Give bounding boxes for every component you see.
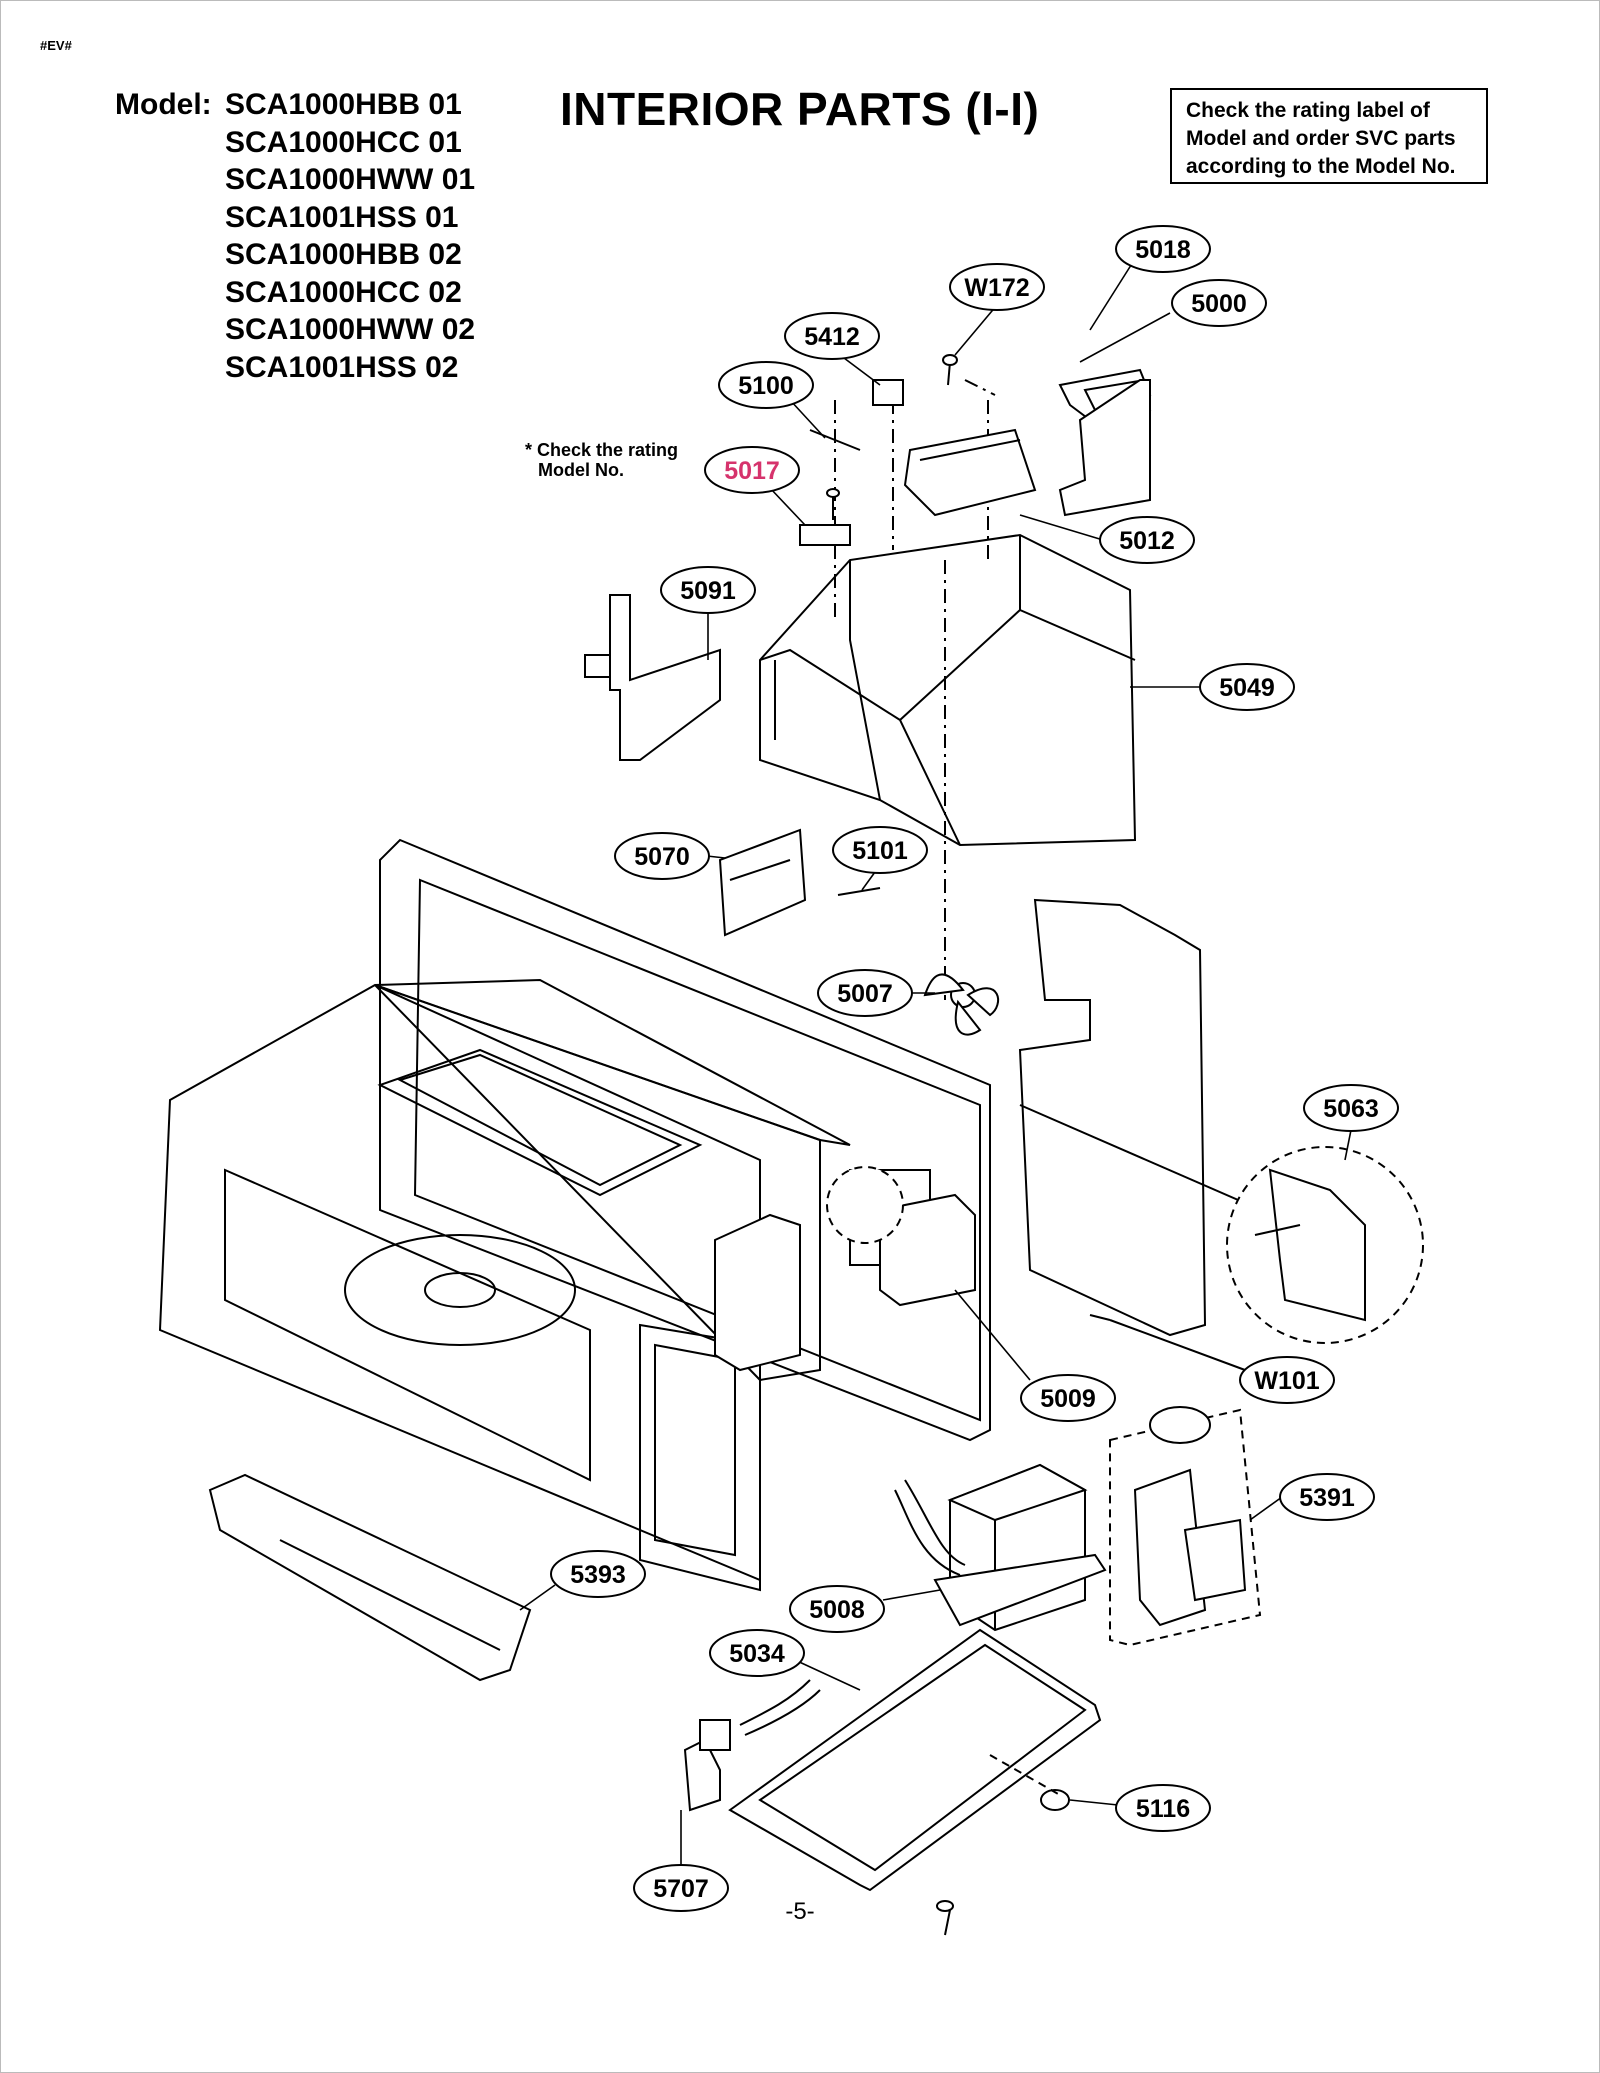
rating-note-line: * Check the rating bbox=[525, 440, 679, 460]
drawing-lines bbox=[158, 354, 1424, 1936]
part-callout-5000: 5000 bbox=[1171, 279, 1267, 327]
callout-label: 5018 bbox=[1135, 236, 1191, 264]
callout-bubble bbox=[718, 361, 814, 409]
part-callout-5707: 5707 bbox=[633, 1864, 729, 1912]
callout-bubble bbox=[550, 1550, 646, 1598]
part-callout-5009: 5009 bbox=[1020, 1374, 1116, 1422]
callout-label: 5049 bbox=[1219, 674, 1275, 702]
part-callout-5034: 5034 bbox=[709, 1629, 805, 1677]
callout-bubble bbox=[1199, 663, 1295, 711]
model-item: SCA1001HSS 02 bbox=[225, 350, 459, 384]
part-callout-5412: 5412 bbox=[784, 312, 880, 360]
rating-line: Model and order SVC parts bbox=[1186, 127, 1456, 150]
callout-label: 5000 bbox=[1191, 290, 1247, 318]
callout-bubble bbox=[784, 312, 880, 360]
part-callout-5391: 5391 bbox=[1279, 1473, 1375, 1521]
rating-note: * Check the rating Model No. bbox=[525, 440, 678, 480]
part-callout-5007: 5007 bbox=[817, 969, 913, 1017]
callout-bubble bbox=[614, 832, 710, 880]
callout-label: 5412 bbox=[804, 323, 860, 351]
part-callout-5070: 5070 bbox=[614, 832, 710, 880]
callout-label: 5007 bbox=[837, 980, 893, 1008]
model-item: SCA1000HWW 01 bbox=[225, 163, 476, 196]
callout-bubble bbox=[817, 969, 913, 1017]
callout-label: 5101 bbox=[852, 837, 908, 865]
callout-bubble bbox=[1239, 1356, 1335, 1404]
callout-bubble bbox=[1115, 1784, 1211, 1832]
callout-label: 5070 bbox=[634, 843, 690, 871]
model-item: SCA1000HCC 01 bbox=[225, 125, 462, 159]
callout-bubble bbox=[1279, 1473, 1375, 1521]
part-callout-5018: 5018 bbox=[1115, 225, 1211, 273]
callout-label: 5707 bbox=[653, 1875, 709, 1903]
page-title: INTERIOR PARTS (I-I) bbox=[560, 83, 1040, 135]
model-item: SCA1000HCC 02 bbox=[225, 275, 462, 309]
part-callout-5393: 5393 bbox=[550, 1550, 646, 1598]
part-callout-5008: 5008 bbox=[789, 1585, 885, 1633]
part-callout-5049: 5049 bbox=[1199, 663, 1295, 711]
callout-bubble bbox=[1020, 1374, 1116, 1422]
part-callout-5116: 5116 bbox=[1115, 1784, 1211, 1832]
part-callout-w101: W101 bbox=[1239, 1356, 1335, 1404]
part-callout-5063: 5063 bbox=[1303, 1084, 1399, 1132]
callout-label: 5063 bbox=[1323, 1095, 1379, 1123]
callout-bubble bbox=[704, 446, 800, 494]
callout-bubble bbox=[789, 1585, 885, 1633]
leader-lines bbox=[519, 261, 1352, 1866]
part-callout-5101: 5101 bbox=[832, 826, 928, 874]
model-label: Model: bbox=[115, 88, 212, 121]
callout-label: 5008 bbox=[809, 1596, 865, 1624]
callout-label: 5034 bbox=[729, 1640, 785, 1668]
model-list: Model: SCA1000HBB 01 SCA1000HCC 01 SCA100… bbox=[115, 86, 475, 386]
page-tag: #EV# bbox=[40, 38, 72, 53]
callout-bubble bbox=[949, 263, 1045, 311]
callout-bubble bbox=[709, 1629, 805, 1677]
callout-bubble bbox=[633, 1864, 729, 1912]
callout-label: 5393 bbox=[570, 1561, 626, 1589]
callout-label: 5012 bbox=[1119, 527, 1175, 555]
callout-bubble bbox=[1099, 516, 1195, 564]
model-item: SCA1000HBB 02 bbox=[225, 238, 462, 271]
rating-notice-box: Check the rating label of Model and orde… bbox=[1170, 88, 1488, 184]
callout-label: 5116 bbox=[1136, 1795, 1190, 1823]
rating-note-line: Model No. bbox=[538, 460, 624, 480]
part-callout-5100: 5100 bbox=[718, 361, 814, 409]
callout-label: W172 bbox=[964, 274, 1029, 302]
model-item: SCA1000HBB 01 bbox=[225, 88, 462, 121]
callout-bubble bbox=[1171, 279, 1267, 327]
model-item: SCA1001HSS 01 bbox=[225, 200, 459, 234]
part-callout-5012: 5012 bbox=[1099, 516, 1195, 564]
callout-bubble bbox=[1115, 225, 1211, 273]
rating-line: Check the rating label of bbox=[1186, 99, 1430, 122]
callout-label: 5391 bbox=[1299, 1484, 1355, 1512]
callout-bubble bbox=[832, 826, 928, 874]
model-item: SCA1000HWW 02 bbox=[225, 313, 476, 346]
callout-label: 5017 bbox=[724, 457, 780, 485]
callout-label: W101 bbox=[1254, 1367, 1319, 1395]
rating-line: according to the Model No. bbox=[1186, 155, 1456, 178]
callout-bubble bbox=[660, 566, 756, 614]
part-callout-5091: 5091 bbox=[660, 566, 756, 614]
callout-label: 5091 bbox=[680, 577, 736, 605]
callout-bubble bbox=[1303, 1084, 1399, 1132]
part-callout-5017: 5017 bbox=[704, 446, 800, 494]
part-callout-w172: W172 bbox=[949, 263, 1045, 311]
callout-label: 5100 bbox=[738, 372, 794, 400]
page-number: -5- bbox=[785, 1898, 815, 1925]
callout-label: 5009 bbox=[1040, 1385, 1096, 1413]
